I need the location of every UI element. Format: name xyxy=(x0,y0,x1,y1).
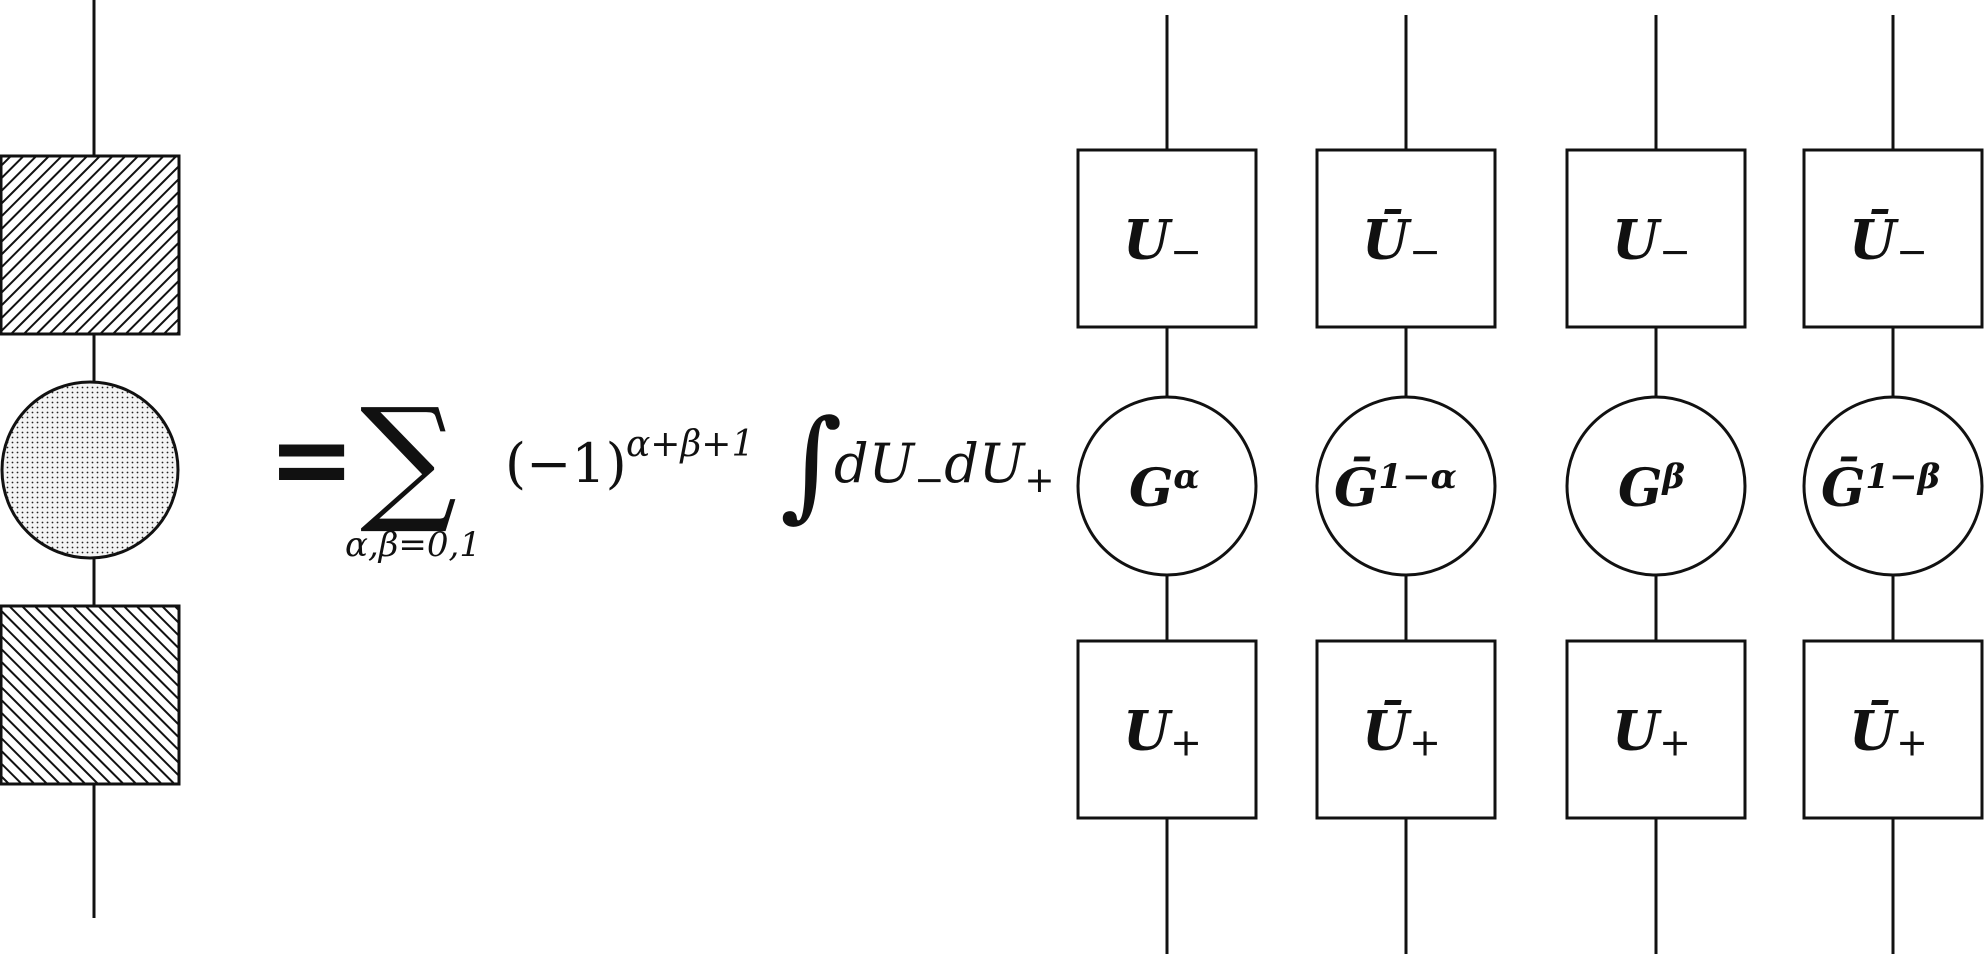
column-2-core-node xyxy=(1315,395,1497,577)
column-1-top-box xyxy=(1076,148,1258,329)
column-1-bottom-label: U+ xyxy=(1123,699,1202,765)
tensor-column-3: U− GβU+ xyxy=(1565,15,1747,954)
column-2-bottom-label: Ū+ xyxy=(1362,699,1441,765)
sign-base: (−1) xyxy=(505,432,627,495)
column-2-core-label: Ḡ1−α xyxy=(1334,457,1457,519)
column-1-bottom-box xyxy=(1076,639,1258,820)
column-2-bottom-box xyxy=(1315,639,1497,820)
column-3-top-label: U− xyxy=(1612,208,1691,274)
lhs-hatched-box-top xyxy=(0,154,181,336)
column-4-bottom-box xyxy=(1802,639,1984,820)
column-1-top-label: U− xyxy=(1123,208,1202,274)
column-4-top-label: Ū− xyxy=(1849,208,1928,274)
tensor-column-1: U− GαU+ xyxy=(1076,15,1258,954)
column-1-core-node xyxy=(1076,395,1258,577)
column-2-top-box xyxy=(1315,148,1497,329)
column-3-core-label: Gβ xyxy=(1618,457,1685,519)
column-3-core-node xyxy=(1565,395,1747,577)
tensor-column-2: Ū− Ḡ1−αŪ+ xyxy=(1315,15,1497,954)
equals-sign: = xyxy=(268,398,355,520)
column-4-core-label: Ḡ1−β xyxy=(1821,457,1940,519)
lhs-tensor xyxy=(0,0,181,918)
column-3-bottom-box xyxy=(1565,639,1747,820)
sign-exponent: α+β+1 xyxy=(626,424,754,465)
column-4-top-box xyxy=(1802,148,1984,329)
measure: dU−dU+ xyxy=(834,432,1055,501)
column-4-bottom-label: Ū+ xyxy=(1849,699,1928,765)
equation: = ∑ α,β=0,1 (−1) α+β+1 ∫ dU−dU+ xyxy=(268,380,1055,565)
column-1-core-label: Gα xyxy=(1129,457,1200,519)
sum-index: α,β=0,1 xyxy=(345,525,481,565)
lhs-dotted-node xyxy=(0,380,180,560)
tensor-column-4: Ū− Ḡ1−βŪ+ xyxy=(1802,15,1984,954)
lhs-hatched-box-bottom xyxy=(0,604,181,786)
rhs-columns: U− GαU+ Ū− Ḡ1−αŪ+ U− GβU+ Ū− Ḡ1−βŪ+ xyxy=(1076,15,1984,954)
sum-symbol: ∑ xyxy=(360,380,457,538)
column-3-top-box xyxy=(1565,148,1747,329)
column-2-top-label: Ū− xyxy=(1362,208,1441,274)
column-4-core-node xyxy=(1802,395,1984,577)
column-3-bottom-label: U+ xyxy=(1612,699,1691,765)
integral-sign: ∫ xyxy=(780,395,843,534)
